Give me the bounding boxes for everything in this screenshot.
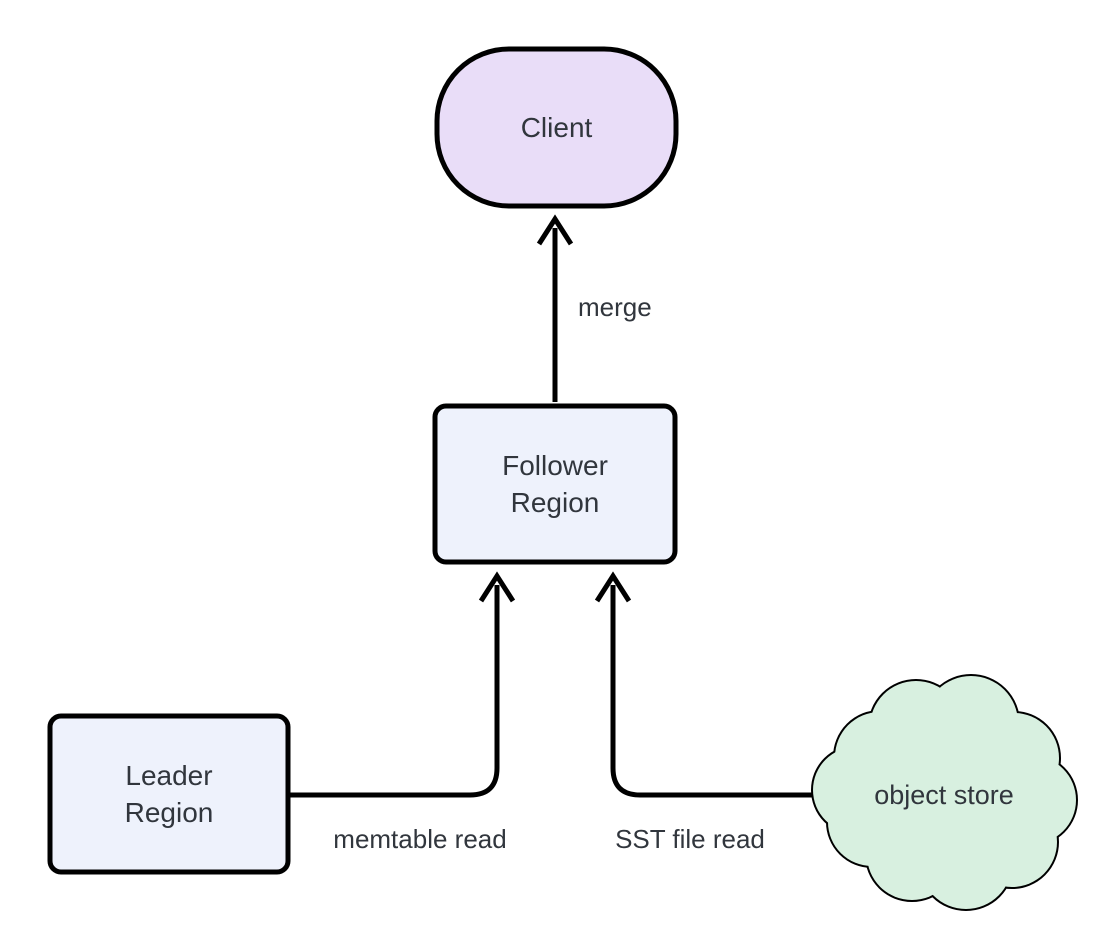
edge-objectstore-to-follower-path	[610, 585, 818, 798]
node-leader-shape[interactable]	[47, 713, 291, 875]
edge-objectstore-to-follower	[594, 571, 818, 798]
node-object-store-shape[interactable]	[811, 674, 1078, 911]
edge-label-sst-file-read: SST file read	[615, 824, 765, 854]
edge-follower-to-client-arrowhead	[536, 214, 574, 246]
edge-label-memtable-read: memtable read	[333, 824, 507, 854]
node-follower-shape[interactable]	[432, 403, 678, 565]
edge-follower-to-client	[536, 214, 574, 402]
edge-label-merge: merge	[578, 292, 652, 322]
edge-objectstore-to-follower-arrowhead	[594, 571, 632, 603]
edge-leader-to-follower-path	[288, 585, 500, 798]
edge-leader-to-follower-arrowhead	[478, 571, 516, 603]
node-client-shape[interactable]	[434, 46, 679, 209]
edge-leader-to-follower	[288, 571, 516, 798]
